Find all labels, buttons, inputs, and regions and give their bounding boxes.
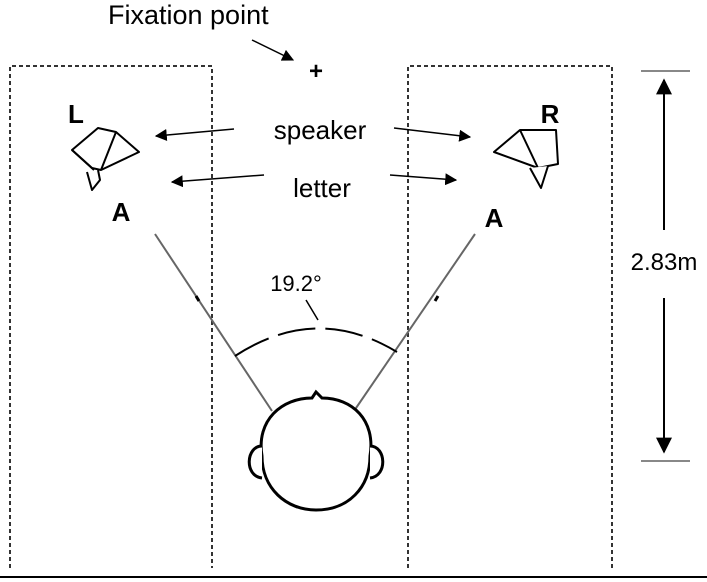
letter-label: letter xyxy=(293,173,351,203)
head-icon xyxy=(247,389,385,512)
distance-label: 2.83m xyxy=(631,249,698,276)
fixation-arrow xyxy=(251,39,295,61)
right-sight-tick xyxy=(433,295,440,302)
letter-arrow-left xyxy=(170,174,265,188)
left-panel-outline xyxy=(9,65,213,568)
angle-indicator xyxy=(305,299,319,321)
speaker-label: speaker xyxy=(274,115,367,145)
left-speaker-icon xyxy=(71,127,140,191)
fixation-point-label: Fixation point xyxy=(108,0,269,30)
right-speaker-icon xyxy=(493,129,559,189)
fixation-point-mark: + xyxy=(309,58,323,85)
angle-label: 19.2° xyxy=(270,271,322,296)
right-speaker-label: R xyxy=(541,99,560,129)
speaker-arrow-right xyxy=(393,127,472,142)
right-sight-line xyxy=(353,233,476,412)
left-sight-tick xyxy=(194,295,201,302)
speaker-arrow-left xyxy=(154,128,235,142)
angle-arc xyxy=(234,327,398,357)
left-letter-a: A xyxy=(112,197,131,227)
left-sight-line xyxy=(154,233,273,412)
right-letter-a: A xyxy=(485,203,504,233)
left-speaker-label: L xyxy=(68,99,84,129)
letter-arrow-right xyxy=(389,173,458,186)
right-panel-outline xyxy=(407,65,613,568)
